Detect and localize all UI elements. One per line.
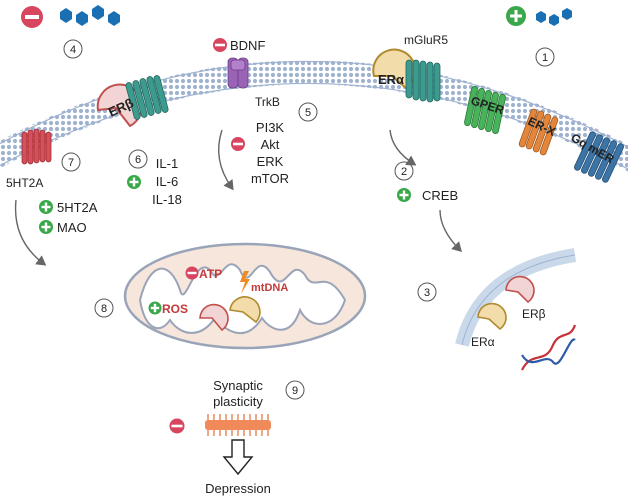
- depression-label: Depression: [205, 481, 271, 496]
- il1-label: IL-1: [156, 156, 178, 171]
- badge-7-circle: [61, 152, 81, 172]
- trkb-receptor: [227, 57, 249, 89]
- mao-plus-icon: [39, 220, 53, 234]
- badge-6-circle: [128, 149, 148, 169]
- badge-4-circle: [63, 39, 83, 59]
- bdnf-label: BDNF: [230, 38, 265, 53]
- badge-7: 7: [68, 157, 74, 169]
- trkb-label: TrkB: [255, 95, 280, 109]
- badge-2-circle: [394, 161, 414, 181]
- plasticity-label: plasticity: [213, 394, 263, 409]
- gq-mer-receptor: [573, 131, 625, 183]
- badge-9: 9: [292, 385, 298, 397]
- lightning-icon: [240, 271, 250, 294]
- nucleus-er-alpha-label: ERα: [471, 335, 495, 349]
- ht2a-receptor: [21, 128, 52, 165]
- badge-4: 4: [70, 44, 76, 56]
- gper-receptor: [464, 85, 506, 135]
- ht2a-arrow: [14, 199, 47, 266]
- creb-in-arrow: [389, 129, 417, 166]
- mtor-label: mTOR: [251, 171, 289, 186]
- badge-1-circle: [535, 47, 555, 67]
- mao-label: MAO: [57, 220, 87, 235]
- dna-icon: [521, 324, 577, 371]
- badge-8-circle: [94, 298, 114, 318]
- minus-sign-icon: [21, 6, 43, 28]
- synaptic-label: Synaptic: [213, 378, 263, 393]
- plus-sign-icon: [506, 6, 526, 26]
- mtdna-label: mtDNA: [251, 282, 288, 294]
- er-x-receptor: [518, 108, 559, 156]
- badge-6: 6: [135, 154, 141, 166]
- il18-label: IL-18: [152, 192, 182, 207]
- atp-label: ATP: [199, 267, 222, 281]
- creb-label: CREB: [422, 188, 458, 203]
- pi3k-label: PI3K: [256, 120, 285, 135]
- il6-label: IL-6: [156, 174, 178, 189]
- er-beta-channel: [125, 75, 169, 120]
- il-plus-icon: [127, 175, 141, 189]
- pi3k-minus-icon: [231, 137, 245, 151]
- mitochondrion: [123, 242, 367, 350]
- badge-3: 3: [424, 287, 430, 299]
- er-alpha-nucleus-icon: [477, 302, 507, 331]
- erk-label: ERK: [257, 154, 284, 169]
- creb-plus-icon: [397, 188, 411, 202]
- badge-5-circle: [298, 102, 318, 122]
- ros-plus-icon: [148, 301, 162, 315]
- badge-2: 2: [401, 166, 407, 178]
- mglur5-receptor: [405, 59, 441, 103]
- nucleus-envelope: [455, 248, 577, 347]
- badge-3-circle: [417, 282, 437, 302]
- estrogen-molecules-right-icon: [536, 8, 572, 26]
- down-arrow-icon: [222, 439, 254, 476]
- ht2a-plus-label: 5HT2A: [57, 200, 98, 215]
- nucleus-er-beta-label: ERβ: [522, 307, 546, 321]
- akt-label: Akt: [261, 137, 280, 152]
- creb-nucleus-arrow: [439, 209, 462, 252]
- pi3k-arrow: [218, 129, 234, 191]
- ht2a-receptor-label: 5HT2A: [6, 176, 43, 190]
- synapse-membrane: [205, 414, 271, 436]
- er-alpha-label: ERα: [378, 72, 404, 87]
- badge-9-circle: [285, 380, 305, 400]
- estrogen-molecules-icon: [60, 5, 120, 26]
- atp-minus-icon: [185, 266, 199, 280]
- er-alpha-mito-icon: [229, 296, 261, 324]
- ht2a-plus-icon: [39, 200, 53, 214]
- ros-label: ROS: [162, 302, 188, 316]
- er-beta-nucleus-icon: [505, 275, 535, 304]
- badge-8: 8: [101, 303, 107, 315]
- badge-1: 1: [542, 52, 548, 64]
- badge-5: 5: [305, 107, 311, 119]
- bdnf-minus-icon: [213, 38, 227, 52]
- mglur5-label: mGluR5: [404, 33, 448, 47]
- er-beta-mito-icon: [199, 303, 229, 332]
- synaptic-minus-icon: [169, 418, 185, 434]
